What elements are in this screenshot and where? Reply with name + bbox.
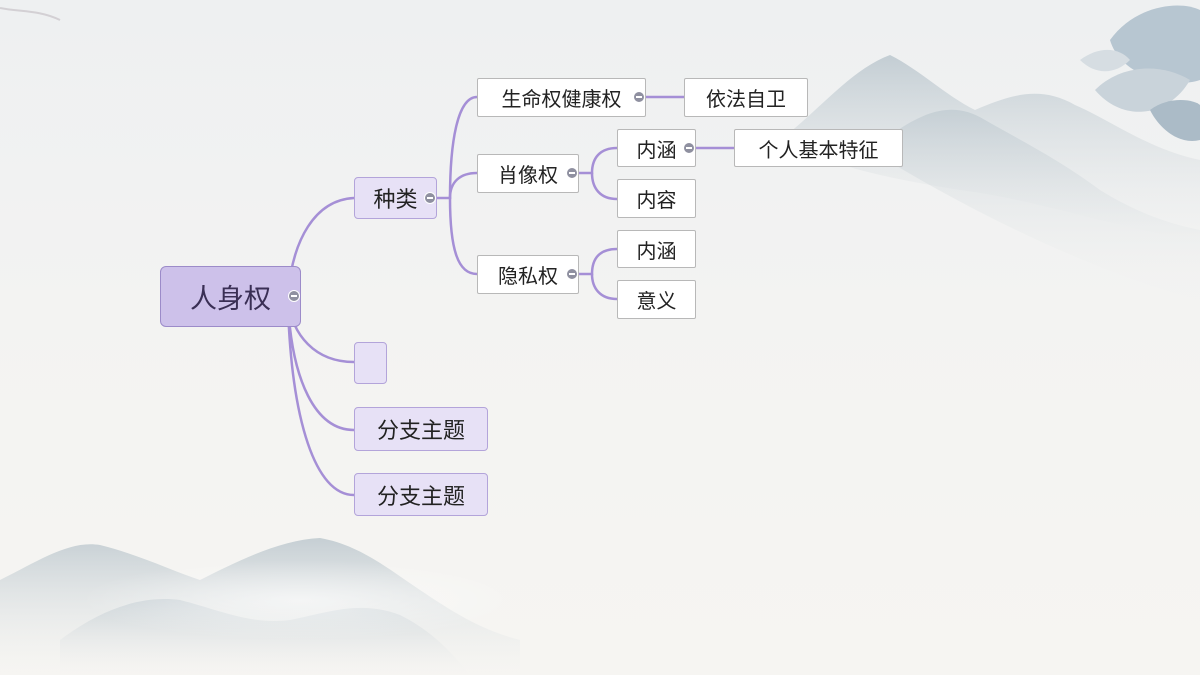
collapse-icon-root[interactable] [288,290,300,302]
collapse-icon-privacy[interactable] [566,268,578,280]
branch-topic-sub-2[interactable]: 分支主题 [354,473,488,516]
root-topic[interactable]: 人身权 [160,266,301,327]
connector-privacy-connotation [576,247,619,276]
root-topic-label: 人身权 [190,284,271,315]
connector-portrait-content [590,171,619,201]
subtopic-life-health-right[interactable]: 生命权健康权 [477,78,646,117]
connector-types-privacy [448,196,479,276]
subtopic-privacy-right[interactable]: 隐私权 [477,255,579,294]
branch-decoration-top-left [0,7,61,21]
subtopic-portrait-right[interactable]: 肖像权 [477,154,579,193]
branch-topic-types-label: 种类 [373,188,418,213]
connector-portrait-connotation [576,146,619,175]
subtopic-self-defense[interactable]: 依法自卫 [684,78,808,117]
mountain-right-mid [870,109,1200,300]
subtopic-self-defense-label: 依法自卫 [706,87,786,111]
collapse-icon-portrait-connotation[interactable] [683,142,695,154]
branch-topic-empty[interactable] [354,342,387,384]
leaf-decoration-top-right [1080,5,1200,141]
subtopic-privacy-connotation-label: 内涵 [636,238,677,263]
subtopic-portrait-content[interactable]: 内容 [617,179,696,218]
collapse-icon-types[interactable] [424,192,436,204]
subtopic-portrait-connotation[interactable]: 内涵 [617,129,696,167]
collapse-icon-portrait[interactable] [566,167,578,179]
subtopic-privacy-right-label: 隐私权 [498,264,558,288]
subtopic-personal-features[interactable]: 个人基本特征 [734,129,903,167]
connector-privacy-meaning [590,272,619,301]
branch-topic-types[interactable]: 种类 [354,177,437,219]
collapse-icon-life[interactable] [633,91,645,103]
subtopic-privacy-meaning[interactable]: 意义 [617,280,696,319]
connector-types-portrait [448,171,479,200]
branch-topic-sub-2-label: 分支主题 [376,484,465,510]
subtopic-life-health-right-label: 生命权健康权 [501,87,622,111]
branch-topic-sub-1[interactable]: 分支主题 [354,407,488,451]
subtopic-privacy-meaning-label: 意义 [636,289,677,313]
subtopic-portrait-right-label: 肖像权 [498,163,558,187]
connector-root-sub2 [286,306,356,497]
connector-types-life [434,95,479,200]
subtopic-privacy-connotation[interactable]: 内涵 [617,230,696,268]
branch-topic-sub-1-label: 分支主题 [376,419,465,444]
connector-root-sub1 [286,302,356,432]
subtopic-personal-features-label: 个人基本特征 [758,137,879,162]
subtopic-portrait-connotation-label: 内涵 [636,137,677,162]
subtopic-portrait-content-label: 内容 [636,188,677,212]
